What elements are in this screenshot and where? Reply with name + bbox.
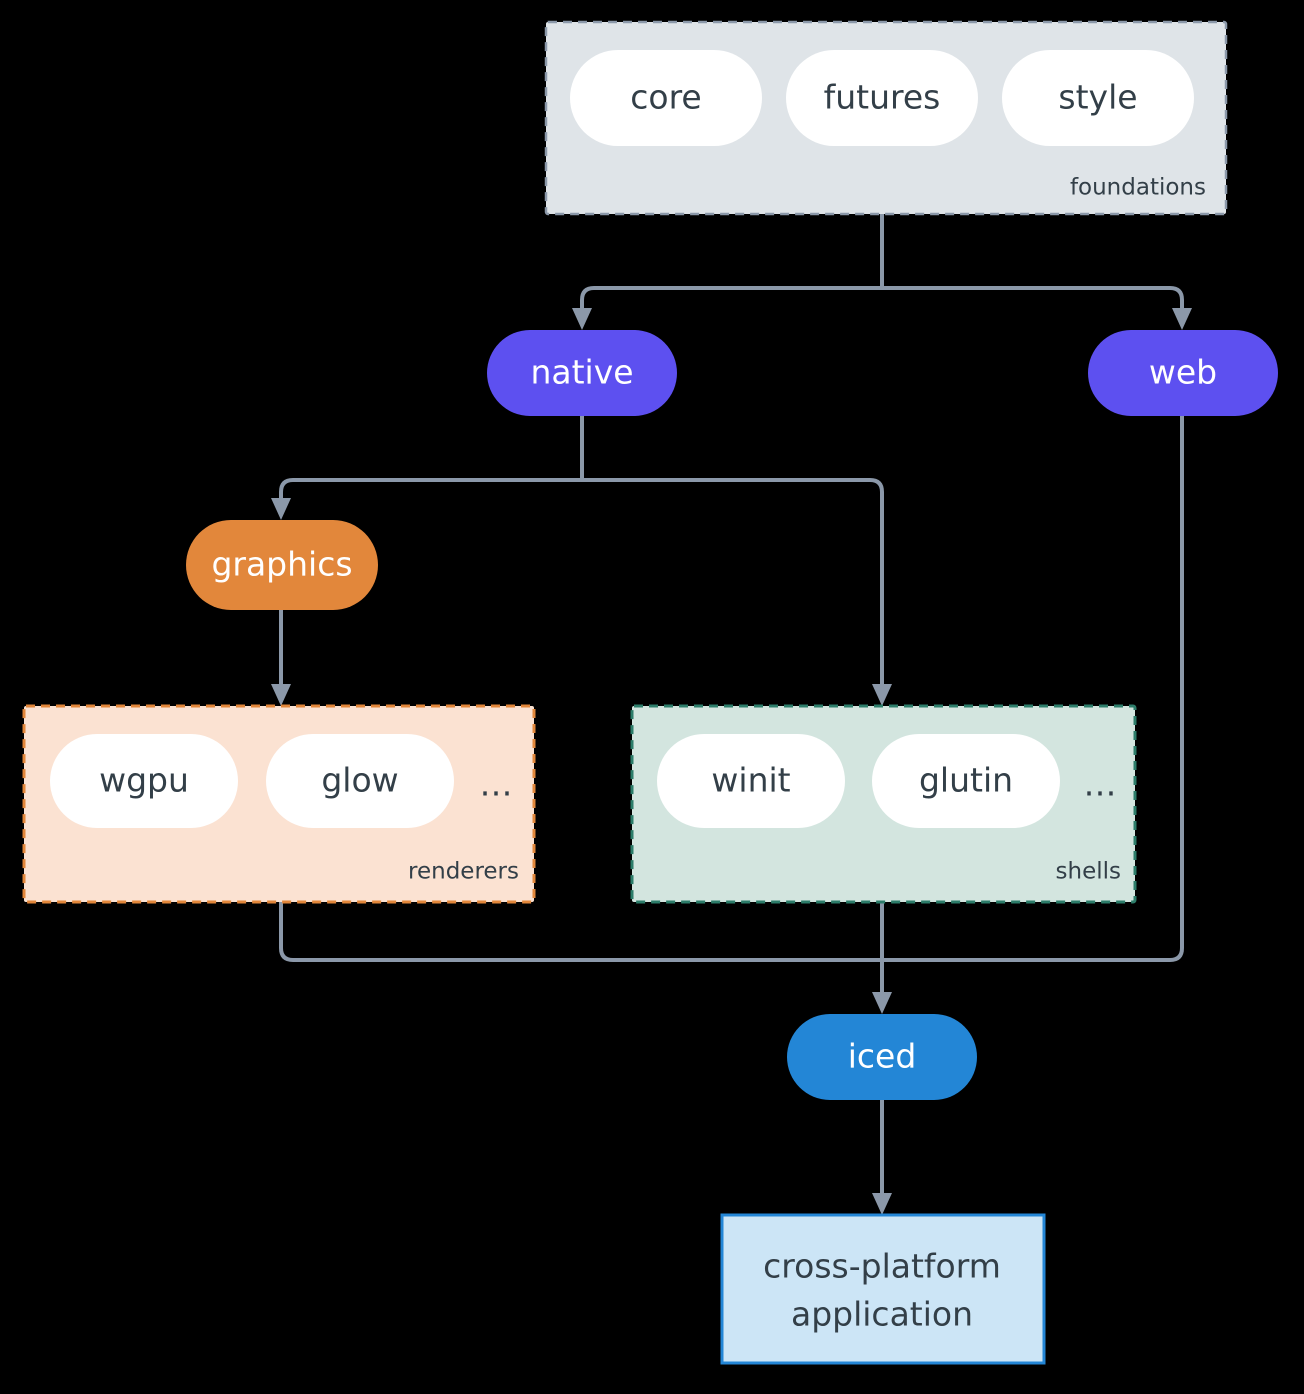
- node-style-label: style: [1058, 78, 1137, 117]
- cluster-foundations[interactable]: core futures style foundations: [544, 20, 1228, 216]
- node-iced[interactable]: iced: [787, 1014, 977, 1100]
- cluster-foundations-label: foundations: [1070, 175, 1206, 201]
- node-glow-shape: [266, 734, 454, 828]
- arrowhead-application: [872, 1193, 892, 1215]
- node-futures-label: futures: [824, 78, 941, 117]
- cluster-renderers-label: renderers: [408, 859, 519, 885]
- edge-layer: [271, 212, 1192, 1215]
- edge-foundations-to-native: [580, 286, 884, 314]
- node-core-shape: [570, 50, 762, 146]
- edge-renderers-to-iced: [279, 900, 884, 962]
- edge-native-to-shells: [580, 478, 884, 690]
- node-application-shape: [720, 1213, 1046, 1365]
- renderers-ellipsis: …: [480, 765, 513, 804]
- arrowhead-web: [1172, 308, 1192, 330]
- node-iced-shape: [787, 1014, 977, 1100]
- node-web-shape: [1088, 330, 1278, 416]
- edge-foundations-to-web: [880, 286, 1184, 314]
- node-winit[interactable]: winit: [657, 734, 845, 828]
- node-wgpu-label: wgpu: [99, 761, 189, 800]
- node-native[interactable]: native: [487, 330, 677, 416]
- node-native-label: native: [530, 353, 633, 392]
- node-core[interactable]: core: [570, 50, 762, 146]
- arrowhead-native: [572, 308, 592, 330]
- node-futures[interactable]: futures: [786, 50, 978, 146]
- node-graphics[interactable]: graphics: [186, 520, 378, 610]
- node-winit-shape: [657, 734, 845, 828]
- cluster-shells[interactable]: winit glutin … shells: [630, 704, 1137, 904]
- node-futures-shape: [786, 50, 978, 146]
- node-style[interactable]: style: [1002, 50, 1194, 146]
- shells-ellipsis: …: [1084, 765, 1117, 804]
- arrowhead-iced: [872, 992, 892, 1014]
- arrowhead-graphics: [271, 498, 291, 520]
- node-application-label-line2: application: [791, 1295, 973, 1334]
- node-wgpu[interactable]: wgpu: [50, 734, 238, 828]
- cluster-shells-label: shells: [1056, 859, 1121, 885]
- node-web[interactable]: web: [1088, 330, 1278, 416]
- node-native-shape: [487, 330, 677, 416]
- arrowhead-renderers: [271, 684, 291, 706]
- arrowhead-shells: [872, 684, 892, 706]
- node-iced-label: iced: [848, 1037, 917, 1076]
- node-glutin-shape: [872, 734, 1060, 828]
- edge-web-to-iced: [880, 414, 1184, 962]
- node-winit-label: winit: [711, 761, 790, 800]
- node-web-label: web: [1149, 353, 1217, 392]
- cluster-renderers[interactable]: wgpu glow … renderers: [22, 704, 536, 904]
- node-wgpu-shape: [50, 734, 238, 828]
- node-glutin-label: glutin: [919, 761, 1013, 800]
- edge-native-to-graphics: [279, 478, 584, 506]
- node-core-label: core: [630, 78, 701, 117]
- node-application-label-line1: cross-platform: [763, 1247, 1001, 1286]
- node-style-shape: [1002, 50, 1194, 146]
- node-glow-label: glow: [321, 761, 398, 800]
- node-graphics-shape: [186, 520, 378, 610]
- node-graphics-label: graphics: [211, 545, 352, 584]
- node-application[interactable]: cross-platform application: [720, 1213, 1046, 1365]
- node-glutin[interactable]: glutin: [872, 734, 1060, 828]
- node-glow[interactable]: glow: [266, 734, 454, 828]
